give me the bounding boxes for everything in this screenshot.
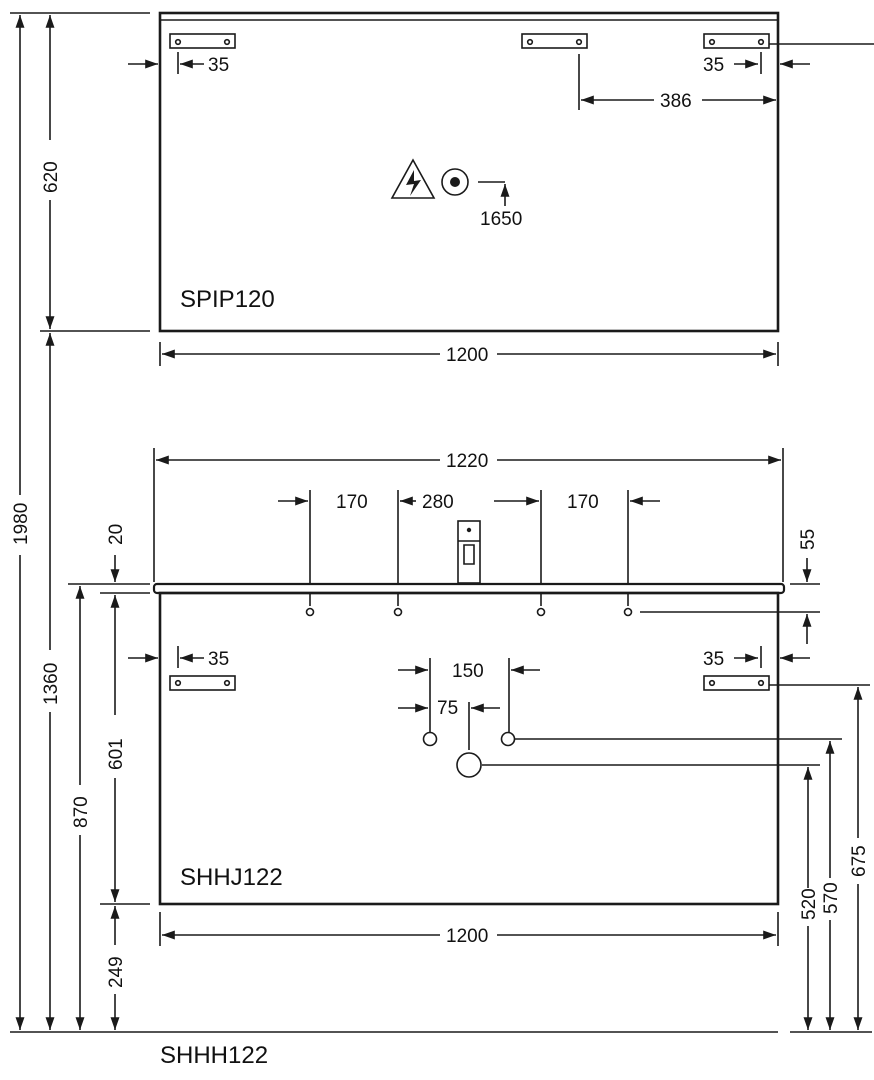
dim-drain-spacing-150: 150: [398, 658, 540, 732]
dim-text: 386: [660, 91, 692, 112]
dim-text: 55: [798, 529, 819, 550]
dim-upper-offset-left: 35: [128, 52, 229, 76]
dim-upper-offset-right: 35: [703, 52, 810, 76]
dim-text: 570: [821, 882, 842, 914]
dim-total-height-870: 870: [68, 583, 150, 1030]
faucet-icon: [457, 520, 481, 584]
dim-text: 280: [422, 492, 454, 513]
electrical-warning-icon: [390, 158, 436, 199]
dim-lower-offset-left: 35: [128, 646, 229, 670]
upper-unit: 35 35 386 1650 SPIP120: [128, 11, 874, 366]
dim-hole-offset-55: 55: [640, 529, 820, 644]
dim-floor-clearance-249: 249: [106, 906, 127, 1030]
lower-unit: 1220 170 280 170: [128, 448, 870, 1030]
dim-text: 870: [71, 796, 92, 828]
dim-height-675: 675: [849, 687, 870, 1030]
dim-top-thickness-20: 20: [100, 524, 150, 594]
dim-lower-width: 1200: [159, 912, 779, 947]
drain-pipes: [422, 731, 842, 778]
dim-overall-1980: 1980: [10, 12, 150, 1033]
upper-bracket-center: [521, 33, 588, 49]
upper-unit-name: SPIP120: [180, 286, 275, 313]
dim-text: 520: [799, 888, 820, 920]
dim-upper-height-620: 620: [40, 15, 150, 332]
upper-cabinet-outline: [158, 11, 780, 333]
dim-height-1360: 1360: [41, 333, 62, 1030]
dim-top-width-1220: 1220: [153, 448, 784, 582]
dim-upper-width: 1200: [159, 342, 779, 366]
lower-cabinet-outline: [158, 591, 780, 906]
dim-drain-offset-75: 75: [398, 698, 500, 750]
dim-text: 1220: [446, 451, 488, 472]
dim-text: 601: [106, 738, 127, 770]
dim-text: 170: [567, 492, 599, 513]
dim-body-height-601: 601: [100, 595, 150, 905]
floor-unit-name: SHHH122: [160, 1042, 268, 1069]
dim-text: 35: [208, 649, 229, 670]
dim-text: 20: [106, 524, 127, 545]
dim-text: 1200: [446, 345, 488, 366]
dim-height-520: 520: [799, 767, 820, 1030]
dim-text: 75: [437, 698, 458, 719]
dim-text: 620: [41, 161, 62, 193]
wall-holes: [305, 607, 633, 617]
dim-text: 35: [208, 55, 229, 76]
dim-height-570: 570: [821, 741, 842, 1030]
dim-text: 1980: [11, 503, 32, 545]
dim-text: 35: [703, 649, 724, 670]
dim-upper-bracket-spacing: 386: [578, 54, 776, 112]
upper-bracket-left: [169, 33, 236, 49]
countertop: [152, 582, 786, 595]
lower-bracket-left: [169, 675, 236, 691]
dim-text: 150: [452, 661, 484, 682]
dim-socket-height: 1650: [478, 181, 522, 230]
dim-text: 170: [336, 492, 368, 513]
upper-bracket-right: [703, 33, 874, 49]
lower-unit-name: SHHJ122: [180, 864, 283, 891]
socket-icon: [441, 168, 469, 196]
dim-text: 1360: [41, 663, 62, 705]
dim-text: 35: [703, 55, 724, 76]
dim-text: 1200: [446, 926, 488, 947]
dim-lower-offset-right: 35: [703, 646, 810, 670]
lower-bracket-right: [703, 675, 870, 691]
dim-text: 249: [106, 956, 127, 988]
dim-text: 1650: [480, 209, 522, 230]
dim-text: 675: [849, 845, 870, 877]
